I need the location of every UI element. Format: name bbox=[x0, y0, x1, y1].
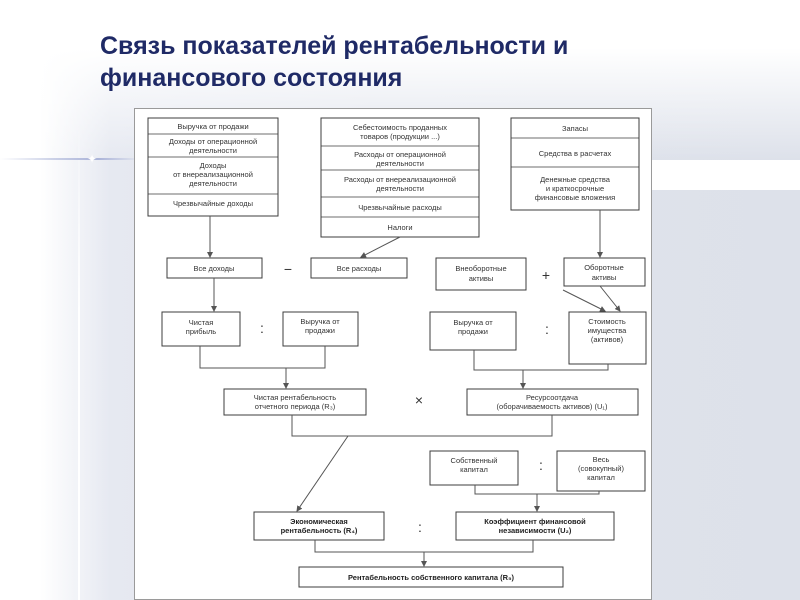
asset-cash-label-3: финансовые вложения bbox=[535, 193, 615, 202]
expense-nonoperating-label-1: Расходы от внереализационной bbox=[344, 175, 456, 184]
svg-text:Выручка от: Выручка от bbox=[300, 317, 340, 326]
asset-group-box: Запасы Средства в расчетах Денежные сред… bbox=[510, 117, 640, 211]
slide-title: Связь показателей рентабельности и финан… bbox=[100, 30, 760, 94]
svg-text:активы: активы bbox=[592, 273, 617, 282]
income-nonoperating-label-3: деятельности bbox=[189, 179, 237, 188]
expense-group-box: Себестоимость проданных товаров (продукц… bbox=[320, 117, 480, 238]
income-operating-label-2: деятельности bbox=[189, 146, 237, 155]
net-profitability-box: Чистая рентабельность отчетного периода … bbox=[223, 388, 367, 416]
income-group-box: Выручка от продажи Доходы от операционно… bbox=[147, 117, 279, 217]
equity-return-box: Рентабельность собственного капитала (R₅… bbox=[298, 566, 564, 588]
current-assets-box: Оборотные активы bbox=[563, 257, 646, 287]
expense-nonoperating-label-2: деятельности bbox=[376, 184, 424, 193]
svg-text:Ресурсоотдача: Ресурсоотдача bbox=[526, 393, 579, 402]
svg-text:независимости (U₂): независимости (U₂) bbox=[499, 526, 572, 535]
svg-text:отчетного периода (R₃): отчетного периода (R₃) bbox=[255, 402, 336, 411]
svg-text:Все доходы: Все доходы bbox=[194, 264, 235, 273]
revenue-box-right: Выручка от продажи bbox=[429, 311, 517, 351]
svg-text:прибыль: прибыль bbox=[186, 327, 216, 336]
svg-text:Экономическая: Экономическая bbox=[290, 517, 348, 526]
svg-text:Чистая: Чистая bbox=[189, 318, 214, 327]
diagram-connectors bbox=[199, 210, 621, 567]
expense-taxes-label: Налоги bbox=[387, 223, 412, 232]
expense-extraordinary-label: Чрезвычайные расходы bbox=[358, 203, 442, 212]
expense-cost-label-1: Себестоимость проданных bbox=[353, 123, 447, 132]
svg-text:капитал: капитал bbox=[460, 465, 488, 474]
slide-title-line-2: финансового состояния bbox=[100, 64, 403, 92]
decorative-horizontal-line bbox=[0, 158, 140, 160]
income-extraordinary-label: Чрезвычайные доходы bbox=[173, 199, 253, 208]
divide-operator-1: : bbox=[260, 320, 264, 336]
slide-background-stripe bbox=[650, 160, 800, 190]
svg-text:активы: активы bbox=[469, 274, 494, 283]
svg-text:имущества: имущества bbox=[588, 326, 628, 335]
income-sales-label: Выручка от продажи bbox=[177, 122, 248, 131]
revenue-box-left: Выручка от продажи bbox=[282, 311, 359, 347]
svg-text:Собственный: Собственный bbox=[451, 456, 498, 465]
sparkle-icon: ✦ bbox=[86, 152, 98, 166]
slide-title-line-1: Связь показателей рентабельности и bbox=[100, 32, 569, 60]
svg-text:Весь: Весь bbox=[593, 455, 610, 464]
all-income-box: Все доходы bbox=[166, 257, 263, 279]
plus-operator: + bbox=[542, 267, 550, 283]
divide-operator-2: : bbox=[545, 321, 549, 337]
income-operating-label-1: Доходы от операционной bbox=[169, 137, 257, 146]
resource-return-box: Ресурсоотдача (оборачиваемость активов) … bbox=[466, 388, 639, 416]
net-profit-box: Чистая прибыль bbox=[161, 311, 241, 347]
svg-text:Коэффициент финансовой: Коэффициент финансовой bbox=[484, 517, 586, 526]
svg-text:Выручка от: Выручка от bbox=[453, 318, 493, 327]
svg-text:капитал: капитал bbox=[587, 473, 615, 482]
non-current-assets-box: Внеоборотные активы bbox=[435, 257, 527, 291]
svg-text:Стоимость: Стоимость bbox=[588, 317, 626, 326]
expense-cost-label-2: товаров (продукции ...) bbox=[360, 132, 440, 141]
income-nonoperating-label-2: от внереализационной bbox=[173, 170, 253, 179]
svg-text:Все расходы: Все расходы bbox=[337, 264, 382, 273]
svg-text:Чистая рентабельность: Чистая рентабельность bbox=[254, 393, 337, 402]
divide-operator-3: : bbox=[539, 457, 543, 473]
total-capital-box: Весь (совокупный) капитал bbox=[556, 450, 646, 492]
asset-receivables-label: Средства в расчетах bbox=[539, 149, 612, 158]
asset-inventory-label: Запасы bbox=[562, 124, 588, 133]
svg-text:Рентабельность собственного ка: Рентабельность собственного капитала (R₅… bbox=[348, 573, 515, 582]
svg-text:продажи: продажи bbox=[305, 326, 335, 335]
asset-cash-label-2: и краткосрочные bbox=[546, 184, 604, 193]
income-nonoperating-label-1: Доходы bbox=[200, 161, 227, 170]
expense-operating-label-2: деятельности bbox=[376, 159, 424, 168]
svg-text:рентабельность (R₄): рентабельность (R₄) bbox=[281, 526, 358, 535]
svg-text:Оборотные: Оборотные bbox=[584, 263, 624, 272]
svg-text:продажи: продажи bbox=[458, 327, 488, 336]
financial-independence-box: Коэффициент финансовой независимости (U₂… bbox=[455, 511, 615, 541]
asset-cash-label-1: Денежные средства bbox=[540, 175, 611, 184]
divide-operator-4: : bbox=[418, 519, 422, 535]
svg-text:Внеоборотные: Внеоборотные bbox=[455, 264, 506, 273]
svg-text:(совокупный): (совокупный) bbox=[578, 464, 624, 473]
all-expenses-box: Все расходы bbox=[310, 257, 408, 279]
multiply-operator: × bbox=[415, 392, 423, 408]
own-capital-box: Собственный капитал bbox=[429, 450, 519, 486]
economic-profitability-box: Экономическая рентабельность (R₄) bbox=[253, 511, 385, 541]
property-value-box: Стоимость имущества (активов) bbox=[568, 311, 647, 365]
expense-operating-label-1: Расходы от операционной bbox=[354, 150, 446, 159]
svg-text:(активов): (активов) bbox=[591, 335, 624, 344]
svg-text:(оборачиваемость активов) (U₁): (оборачиваемость активов) (U₁) bbox=[497, 402, 608, 411]
decorative-vertical-line bbox=[78, 120, 80, 600]
minus-operator: − bbox=[284, 261, 292, 277]
